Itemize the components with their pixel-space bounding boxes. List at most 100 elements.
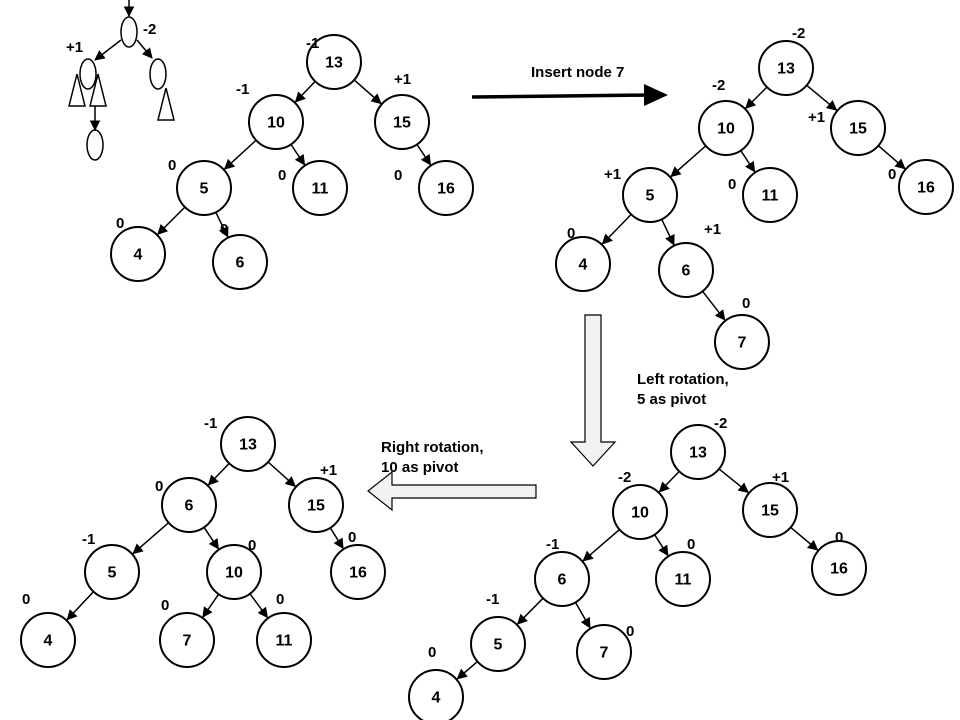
tree-node-16: 160 (394, 160, 474, 216)
legend: -2 +1 (66, 0, 175, 161)
node-circle (830, 100, 886, 156)
tree-edge-10-11 (740, 150, 756, 173)
tree-edge-6-5 (132, 522, 170, 555)
tree-node-6: 60 (155, 477, 217, 533)
tree-edge-13-10 (294, 80, 316, 103)
tree-node-5: 5 +1 (604, 166, 678, 223)
tree-node-15: 15+1 (808, 100, 886, 156)
tree-node-16: 160 (811, 529, 867, 596)
tree-node-13: 13-1 (306, 34, 362, 90)
node-label: 5 (494, 637, 503, 654)
balance-factor: 0 (276, 591, 284, 608)
balance-factor: +1 (808, 109, 825, 126)
tree-edge-13-15 (718, 468, 750, 494)
node-label: 13 (777, 61, 795, 78)
node-label: 11 (312, 181, 329, 198)
node-label: 10 (631, 505, 649, 522)
insert-caption: Insert node 7 (531, 64, 624, 81)
balance-factor: -1 (236, 81, 249, 98)
tree-edge-5-4 (456, 660, 478, 680)
balance-factor: -2 (792, 25, 805, 42)
right-rotation-caption-line2: 10 as pivot (381, 459, 459, 476)
balance-factor: 0 (428, 644, 436, 661)
tree-node-15: 15+1 (288, 462, 344, 533)
node-label: 6 (236, 255, 245, 272)
tree-edge-10-7 (202, 593, 220, 618)
node-circle (248, 94, 304, 150)
tree-edge-6-7 (574, 602, 591, 629)
node-label: 11 (675, 572, 692, 589)
balance-factor: +1 (704, 221, 721, 238)
node-label: 13 (689, 445, 707, 462)
left-rotation-arrow: Left rotation, 5 as pivot (569, 314, 729, 467)
tree-edge-10-11 (249, 593, 269, 619)
node-circle (612, 484, 668, 540)
node-label: 6 (185, 498, 194, 515)
node-circle (698, 100, 754, 156)
balance-factor: -1 (546, 536, 559, 553)
balance-factor: -2 (714, 415, 727, 432)
balance-factor: 0 (116, 215, 124, 232)
balance-factor: 0 (626, 623, 634, 640)
balance-factor: +1 (394, 71, 411, 88)
node-circle (84, 544, 140, 600)
tree-node-6: 60 (212, 221, 268, 290)
balance-factor: 0 (168, 157, 176, 174)
node-circle (742, 167, 798, 223)
node-circle (206, 544, 262, 600)
legend-bottom-node (86, 129, 104, 161)
tree-edge-15-16 (790, 526, 819, 551)
tree-node-15: 15+1 (742, 469, 798, 538)
node-circle (292, 160, 348, 216)
node-circle (330, 544, 386, 600)
tree-edge-13-15 (267, 461, 296, 488)
balance-factor: 0 (835, 529, 843, 546)
legend-left-node (79, 58, 97, 90)
balance-factor: 0 (567, 225, 575, 242)
balance-factor: -1 (486, 591, 499, 608)
node-label: 10 (225, 565, 243, 582)
right-rotation-arrow: Right rotation, 10 as pivot (367, 439, 537, 512)
node-circle (220, 416, 276, 472)
balance-factor: 0 (742, 295, 750, 312)
balance-factor: -1 (204, 415, 217, 432)
node-label: 6 (558, 572, 567, 589)
balance-factor: 0 (728, 176, 736, 193)
node-label: 16 (349, 565, 367, 582)
balance-factor: 0 (394, 167, 402, 184)
tree-node-5: 5 -1 (470, 591, 526, 672)
node-label: 7 (600, 645, 609, 662)
balance-factor: 0 (22, 591, 30, 608)
tree-edge-6-5 (516, 597, 544, 625)
tree-node-10: 10 -2 (612, 469, 668, 540)
node-circle (212, 234, 268, 290)
node-label: 16 (917, 180, 935, 197)
balance-factor: +1 (604, 166, 621, 183)
balance-factor: +1 (772, 469, 789, 486)
node-label: 13 (239, 437, 257, 454)
balance-factor: 0 (161, 597, 169, 614)
node-circle (576, 624, 632, 680)
tree-edge-10-5 (223, 139, 257, 170)
node-label: 5 (646, 188, 655, 205)
legend-left-balance: +1 (66, 39, 83, 56)
node-label: 11 (276, 633, 293, 650)
tree-edge-5-4 (157, 206, 186, 235)
tree-edge-6-7 (702, 290, 726, 321)
balance-factor: -2 (618, 469, 631, 486)
legend-root-node (120, 16, 138, 48)
node-circle (288, 477, 344, 533)
node-circle (898, 159, 954, 215)
tree-node-11: 110 (278, 160, 348, 216)
tree-edge-13-10 (745, 86, 768, 109)
node-circle (306, 34, 362, 90)
node-label: 11 (762, 188, 779, 205)
node-label: 10 (267, 115, 285, 132)
legend-edge-right (136, 39, 153, 59)
tree-edge-13-15 (806, 84, 838, 111)
tree-node-5: 50 (168, 157, 232, 216)
tree-edge-13-10 (658, 470, 680, 493)
balance-factor: -1 (82, 531, 95, 548)
